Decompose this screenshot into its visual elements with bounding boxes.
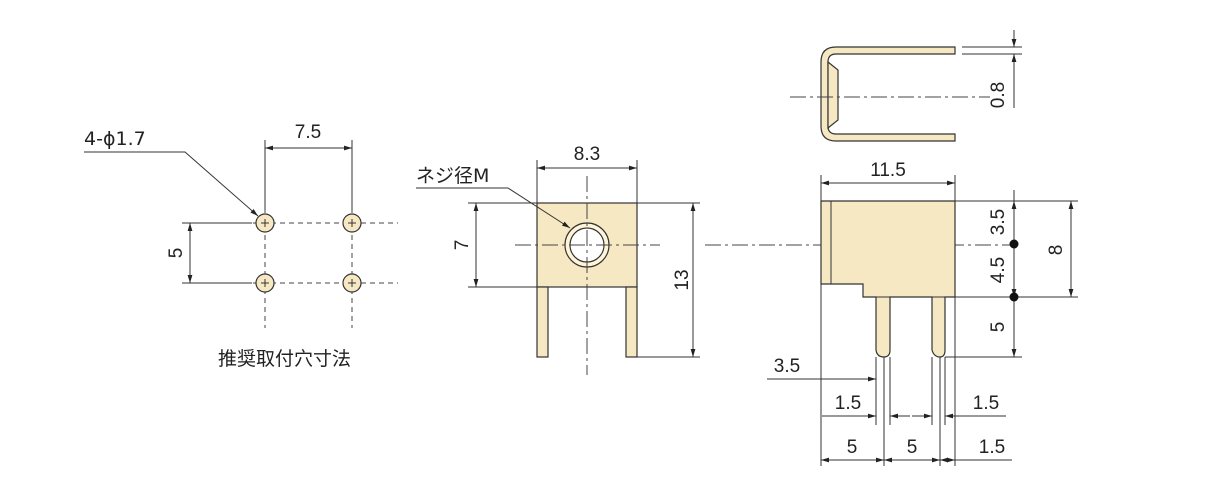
total-height-label: 13 xyxy=(672,269,693,290)
terminal-side-body xyxy=(820,200,956,358)
pin-length-label: 5 xyxy=(988,322,1009,333)
pitch-1-label: 5 xyxy=(847,437,858,458)
top-view: 0.8 xyxy=(790,30,1022,142)
mounting-holes-caption: 推奨取付穴寸法 xyxy=(218,348,351,370)
terminal-leg xyxy=(536,286,549,358)
terminal-profile xyxy=(820,46,956,142)
hole-pitch-y-label: 5 xyxy=(166,248,187,259)
screw-diameter-callout: ネジ径M xyxy=(416,165,489,187)
front-width-label: 8.3 xyxy=(574,144,600,165)
side-view: 11.5 3.5 4.5 5 8 3.5 1.5 1.5 xyxy=(767,160,1078,466)
pitch-2-label: 5 xyxy=(907,437,918,458)
hole-pitch-x-label: 7.5 xyxy=(295,122,321,143)
top-to-hole-label: 3.5 xyxy=(988,209,1009,235)
mounting-hole xyxy=(342,213,362,233)
hole-diameter-callout: 4-ϕ1.7 xyxy=(84,128,146,150)
edge-offset-label: 3.5 xyxy=(774,356,800,377)
thickness-label: 0.8 xyxy=(988,82,1009,108)
terminal-leg xyxy=(625,286,638,358)
mounting-hole xyxy=(342,273,362,293)
mounting-holes-view: 7.5 5 4-ϕ1.7 推奨取付穴寸法 xyxy=(84,122,398,370)
body-height-label: 7 xyxy=(452,240,473,251)
mounting-hole xyxy=(255,273,275,293)
end-offset-label: 1.5 xyxy=(979,437,1005,458)
side-height-label: 8 xyxy=(1046,245,1067,256)
hole-to-bottom-label: 4.5 xyxy=(988,257,1009,283)
side-width-label: 11.5 xyxy=(870,160,906,181)
left-pin-width-label: 1.5 xyxy=(835,393,861,414)
front-view: 8.3 7 13 ネジ径M xyxy=(416,144,700,375)
mounting-hole xyxy=(255,213,275,233)
right-pin-width-label: 1.5 xyxy=(973,393,999,414)
